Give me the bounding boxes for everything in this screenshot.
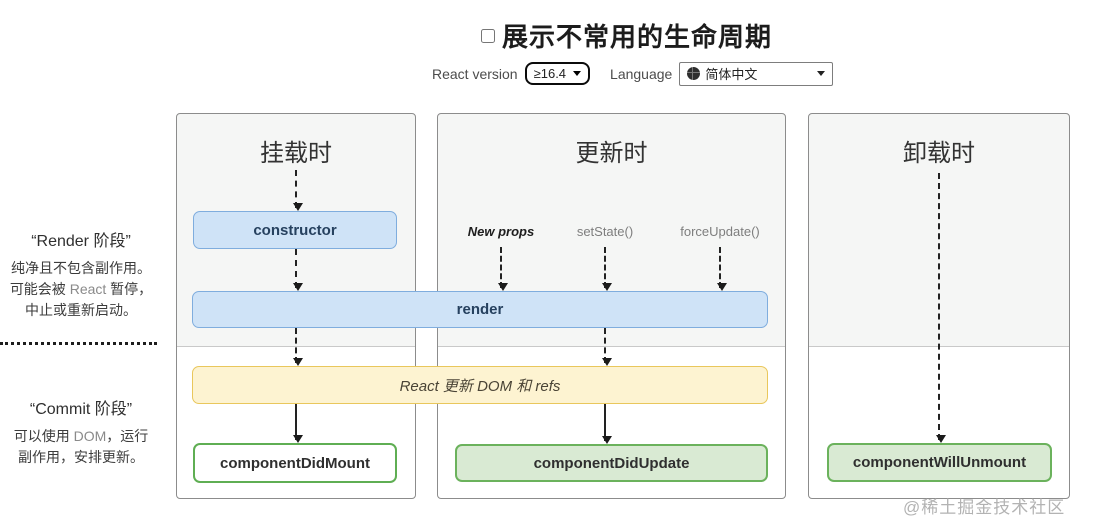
forceupdate-label: forceUpdate() — [680, 224, 760, 239]
page-header: 展示不常用的生命周期 — [481, 18, 772, 52]
updating-column-title: 更新时 — [575, 140, 648, 167]
language-label: Language — [610, 65, 673, 82]
arrow-forceupdate-to-render — [717, 247, 727, 291]
mounting-column-title: 挂载时 — [260, 140, 332, 167]
arrow-domupdate-to-didmount — [293, 404, 303, 443]
react-version-value: ≥16.4 — [533, 66, 567, 81]
globe-icon — [687, 67, 701, 80]
dom-word: DOM — [73, 428, 107, 444]
componentdidmount-box[interactable]: componentDidMount — [193, 443, 397, 483]
react-updates-dom-box: React 更新 DOM 和 refs — [192, 366, 768, 404]
toolbar: React version ≥16.4 Language 简体中文 — [432, 60, 834, 87]
setstate-label: setState() — [576, 224, 634, 239]
constructor-box[interactable]: constructor — [193, 211, 397, 249]
render-phase-line2: 可能会被 — [9, 281, 70, 297]
arrow-newprops-to-render — [498, 247, 508, 291]
watermark: @稀土掘金技术社区 — [903, 498, 1066, 517]
phase-divider-line — [438, 346, 785, 347]
commit-phase-title: “Commit 阶段” — [29, 401, 133, 418]
arrow-setstate-to-render — [602, 247, 612, 291]
new-props-label: New props — [467, 224, 535, 239]
render-phase-line3: 中止或重新启动。 — [25, 302, 137, 318]
react-version-label: React version — [432, 65, 518, 82]
render-phase-note: “Render 阶段” 纯净且不包含副作用。 可能会被 React 暂停， 中止… — [0, 227, 162, 321]
render-phase-line1: 纯净且不包含副作用。 — [11, 260, 151, 276]
commit-phase-line2: 副作用，安排更新。 — [18, 449, 144, 465]
show-less-common-checkbox[interactable] — [481, 29, 495, 43]
react-word: React — [69, 281, 107, 297]
chevron-down-icon — [817, 71, 826, 76]
unmounting-column-title: 卸载时 — [903, 140, 975, 167]
commit-phase-note: “Commit 阶段” 可以使用 DOM，运行 副作用，安排更新。 — [0, 395, 162, 468]
render-phase-title: “Render 阶段” — [31, 233, 131, 250]
arrow-domupdate-to-didupdate — [602, 404, 612, 444]
arrow-mount-to-constructor — [293, 170, 303, 211]
arrow-render-to-domupdate-mount — [293, 328, 303, 366]
componentwillunmount-box[interactable]: componentWillUnmount — [827, 443, 1052, 482]
phase-separator-dotted-line — [0, 342, 157, 345]
commit-phase-line1: 可以使用 — [13, 428, 74, 444]
chevron-down-icon — [573, 71, 582, 76]
arrow-unmount-to-willunmount — [936, 173, 946, 443]
language-select[interactable]: 简体中文 — [679, 61, 834, 86]
render-box[interactable]: render — [192, 291, 768, 328]
componentdidupdate-box[interactable]: componentDidUpdate — [455, 444, 768, 482]
arrow-render-to-domupdate-update — [602, 328, 612, 366]
page-title: 展示不常用的生命周期 — [502, 21, 773, 52]
react-version-select[interactable]: ≥16.4 — [524, 62, 591, 85]
arrow-constructor-to-render — [293, 249, 303, 291]
language-value: 简体中文 — [705, 67, 758, 82]
